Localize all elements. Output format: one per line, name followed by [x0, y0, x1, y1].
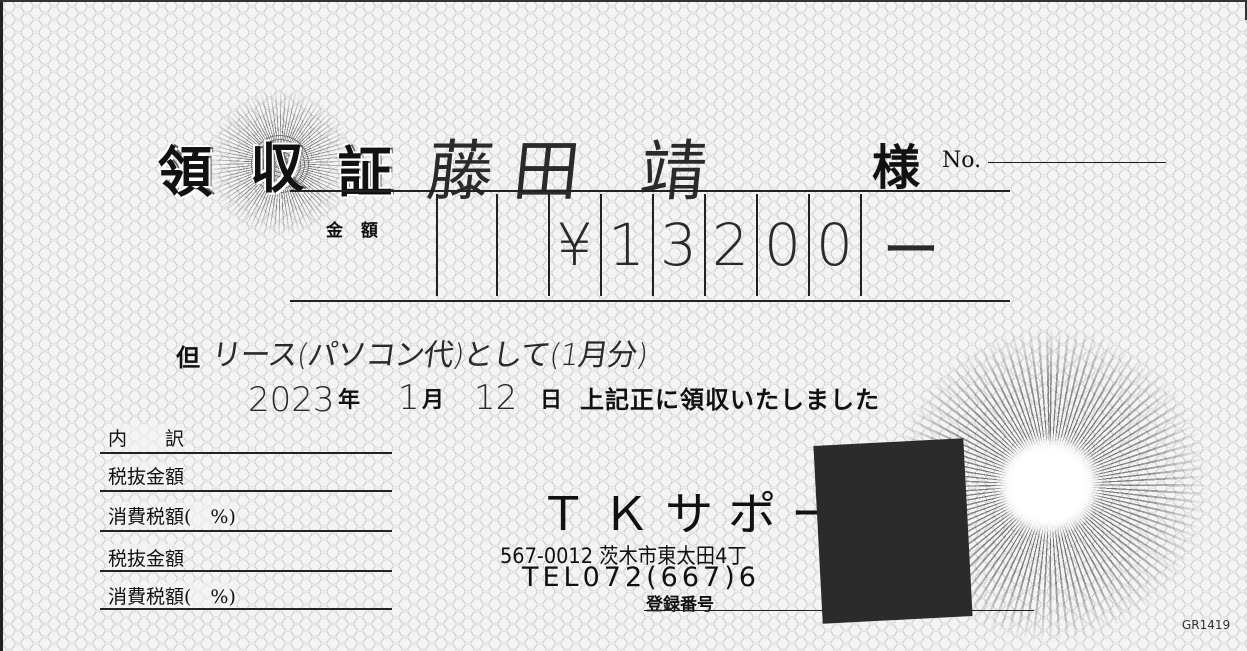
amount-grid-line: [756, 194, 758, 296]
amount-grid-line: [652, 194, 654, 296]
amount-digit: 0: [816, 211, 853, 279]
amount-grid-line: [860, 194, 862, 296]
amount-grid-line: [600, 194, 602, 296]
redaction-block: [813, 438, 973, 624]
date-month-unit: 月: [422, 387, 445, 413]
guilloche-rosette-right-center: [1000, 440, 1096, 530]
amount-grid-line: [548, 194, 550, 296]
title-char-shu: 収: [250, 136, 304, 200]
breakdown-line: [100, 570, 392, 572]
page-edge-left: [0, 0, 3, 651]
breakdown-line: [100, 490, 392, 492]
honorific-sama: 様: [872, 140, 921, 196]
amount-digit: [437, 194, 496, 296]
page-edge-right: [1245, 0, 1247, 20]
receipt-number-label: No.: [942, 148, 982, 173]
amount-label: 金 額: [326, 221, 384, 241]
breakdown-row-tax-2: 消費税額( %): [108, 582, 236, 609]
amount-digit: ー: [881, 216, 940, 284]
amount-digit: 3: [660, 211, 697, 279]
amount-grid-line: [808, 194, 810, 296]
issuer-address: 567-0012 茨木市東太田4丁: [500, 544, 747, 568]
amount-underline: [290, 300, 1010, 302]
form-code: GR1419: [1182, 618, 1231, 632]
date-year: 2023: [248, 380, 335, 420]
amount-digit: 0: [764, 211, 801, 279]
issuer-tel: TEL072(667)6: [522, 562, 760, 593]
date-day: 12: [474, 378, 518, 418]
amount-grid-line: [496, 194, 498, 296]
tadashi-label: 但: [176, 343, 200, 372]
title-char-sho: 証: [338, 140, 392, 204]
breakdown-line: [100, 608, 392, 610]
amount-digit: 1: [608, 211, 645, 279]
amount-digit: [497, 194, 548, 296]
breakdown-row-pretax: 税抜金額: [108, 462, 185, 489]
breakdown-row-pretax-2: 税抜金額: [108, 544, 185, 571]
title-char-ryo: 領: [158, 140, 212, 204]
amount-digit: ¥: [556, 211, 593, 279]
amount-grid-line: [436, 194, 438, 296]
page-edge-top: [0, 0, 1247, 2]
date-year-unit: 年: [338, 387, 361, 413]
breakdown-line: [100, 530, 392, 532]
date-day-unit: 日: [540, 387, 563, 413]
date-month: 1: [398, 378, 420, 418]
amount-grid-line: [704, 194, 706, 296]
registration-label: 登録番号: [646, 595, 714, 615]
received-statement: 上記正に領収いたしました: [580, 385, 880, 414]
receipt-number-line: [988, 162, 1166, 163]
purpose-text: リース(パソコン代)として(1月分): [209, 338, 650, 373]
amount-digit: 2: [712, 211, 749, 279]
breakdown-row-tax: 消費税額( %): [108, 502, 236, 529]
breakdown-line: [100, 452, 392, 454]
recipient-underline: [290, 190, 1010, 192]
guilloche-rosette-left-core: [248, 132, 312, 196]
breakdown-header: 内 訳: [108, 424, 185, 451]
